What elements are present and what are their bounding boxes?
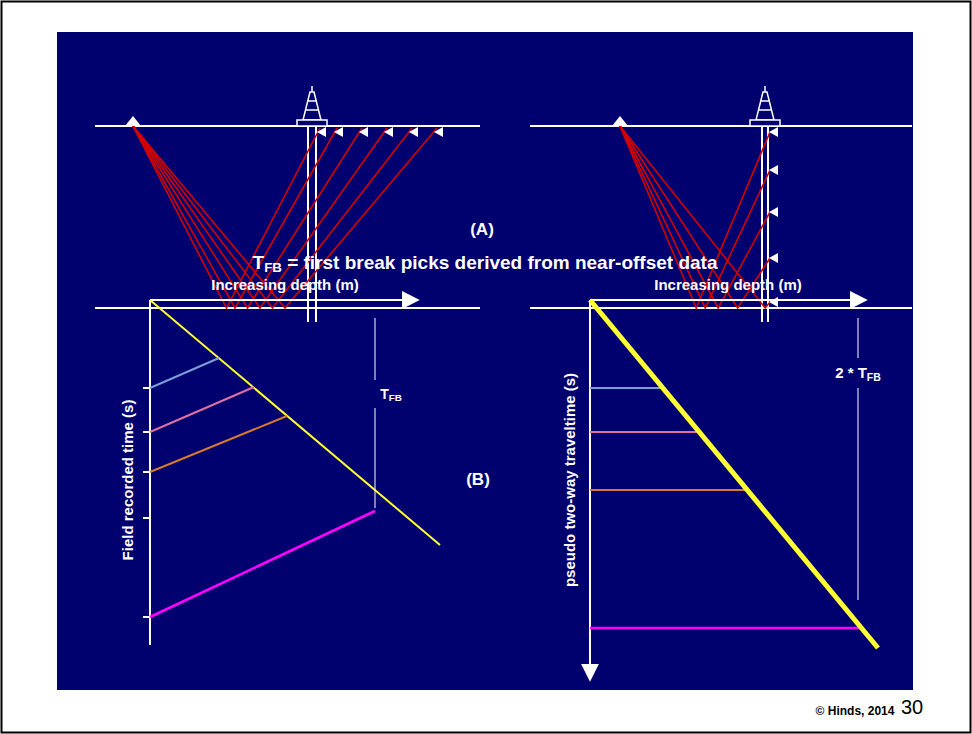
receiver-symbol	[334, 127, 343, 137]
ray-path	[133, 126, 387, 308]
source-symbol	[612, 116, 628, 126]
symbols	[125, 86, 780, 307]
ray-path	[133, 126, 437, 308]
receiver-symbol	[409, 127, 418, 137]
panel-letter: (A)	[470, 220, 494, 240]
ray-path	[133, 126, 412, 308]
left-plot	[143, 300, 440, 645]
panel-letter: (B)	[466, 470, 490, 490]
left-survey	[95, 126, 480, 322]
derrick-symbol	[297, 86, 327, 126]
receiver-symbol	[769, 207, 778, 217]
navy-panel	[57, 32, 913, 690]
slide-heading: TFB = first break picks derived from nea…	[253, 252, 718, 274]
receiver-symbol	[384, 127, 393, 137]
axis-label: Increasing depth (m)	[654, 276, 802, 293]
pick-label: TFB	[380, 386, 402, 402]
receiver-symbol	[769, 253, 778, 263]
receiver-symbol	[434, 127, 443, 137]
axis-label: Field recorded time (s)	[119, 400, 136, 561]
axis-label: Increasing depth (m)	[211, 276, 359, 293]
copyright-note: © Hinds, 2014	[816, 705, 895, 719]
right-survey	[530, 126, 912, 322]
ray-path	[133, 126, 362, 308]
receiver-symbol	[769, 165, 778, 175]
receiver-symbol	[317, 127, 326, 137]
axis-label: pseudo two-way traveltime (s)	[561, 373, 578, 587]
source-symbol	[125, 116, 141, 126]
dimension-label: 2 * TFB	[832, 363, 884, 382]
receiver-symbol	[359, 127, 368, 137]
receiver-symbol	[769, 297, 778, 307]
page-number: 30	[901, 696, 923, 719]
receiver-symbol	[769, 127, 778, 137]
derrick-symbol	[750, 86, 780, 126]
right-plot	[590, 300, 878, 680]
